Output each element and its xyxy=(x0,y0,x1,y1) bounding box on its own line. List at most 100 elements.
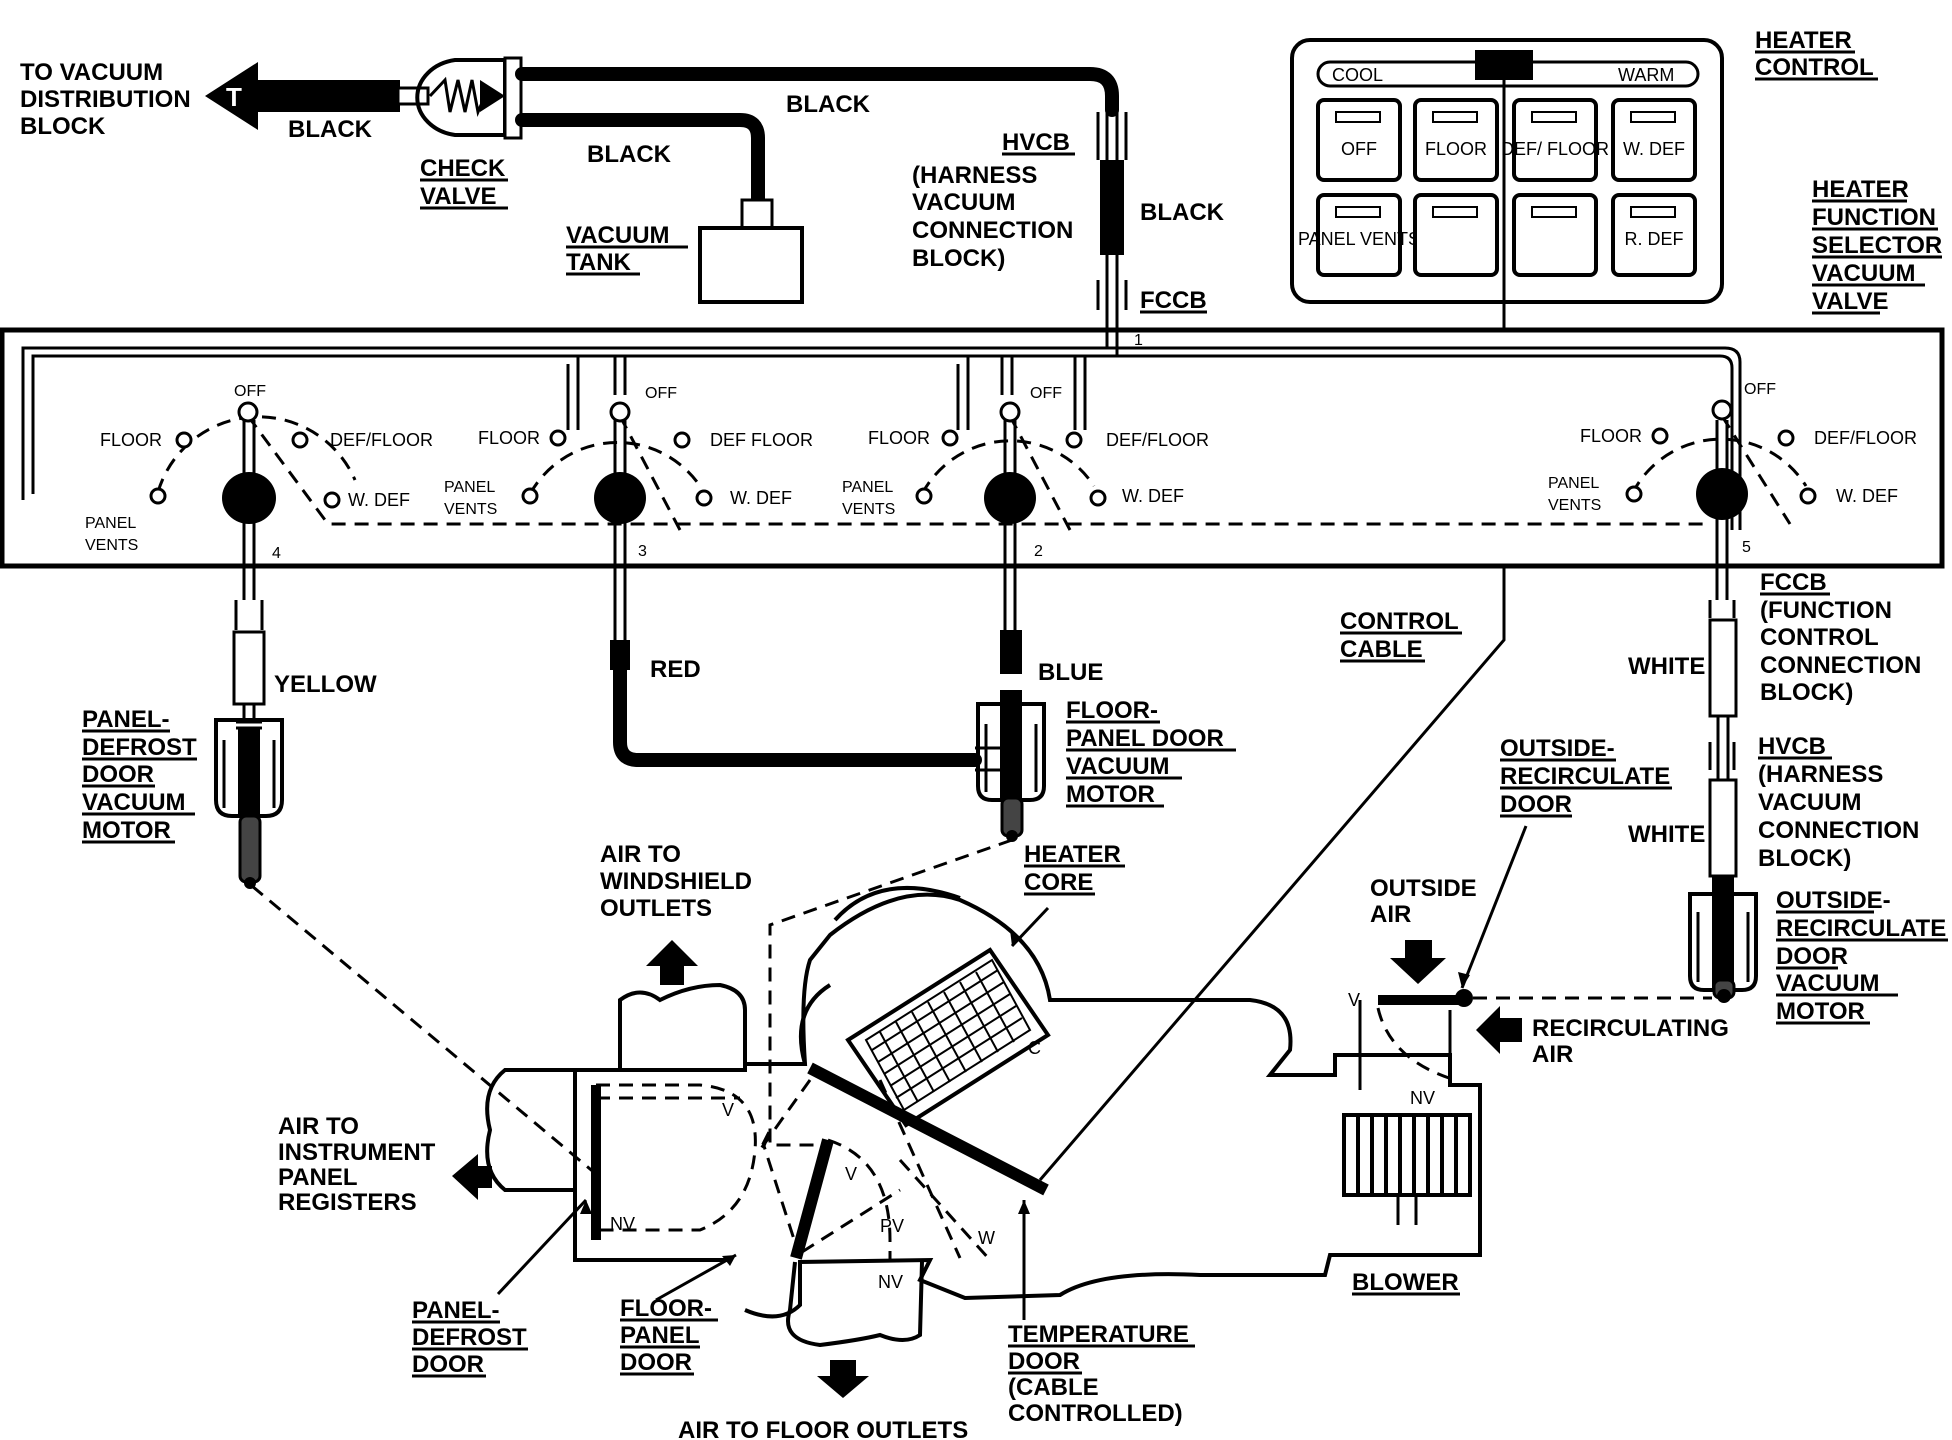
white-upper-label: WHITE xyxy=(1628,653,1705,680)
instrument-label-4: REGISTERS xyxy=(278,1189,417,1216)
button-label: DEF/ FLOOR xyxy=(1501,139,1609,159)
mode-button-blank-1[interactable] xyxy=(1413,193,1499,277)
orm-label-5: MOTOR xyxy=(1776,998,1865,1025)
windshield-label-2: WINDSHIELD xyxy=(600,868,752,895)
black-left-label: BLACK xyxy=(288,116,373,143)
tee-mark: T xyxy=(226,82,242,112)
mode-button-floor[interactable]: FLOOR xyxy=(1413,98,1499,182)
sel1-panel-2: VENTS xyxy=(85,537,138,554)
selector-dial-2: OFF FLOOR DEF FLOOR PANEL VENTS W. DEF 3 xyxy=(444,385,813,640)
selector-dial-4: OFF FLOOR DEF/FLOOR PANEL VENTS W. DEF 5 xyxy=(1548,381,1917,600)
top-labels: TO VACUUM DISTRIBUTION BLOCK BLACK BLACK… xyxy=(20,59,1225,314)
sel2-off: OFF xyxy=(645,385,677,402)
hvcb-right-title: HVCB xyxy=(1758,733,1826,760)
instrument-label-1: AIR TO xyxy=(278,1113,359,1140)
fpd-label-1: FLOOR- xyxy=(620,1295,712,1322)
sel1-floor: FLOOR xyxy=(100,430,162,450)
mark-v1: V xyxy=(722,1100,734,1120)
assembly-labels: AIR TO WINDSHIELD OUTLETS HEATER CORE OU… xyxy=(278,735,1729,1440)
sel3-off: OFF xyxy=(1030,385,1062,402)
fpd-label-3: DOOR xyxy=(620,1349,692,1376)
floor-panel-vacuum-motor xyxy=(975,690,1046,842)
selector-label-4: VACUUM xyxy=(1812,260,1916,287)
heater-core-label-2: CORE xyxy=(1024,869,1093,896)
sel4-wdef: W. DEF xyxy=(1836,486,1898,506)
fpm-label-3: VACUUM xyxy=(1066,753,1170,780)
temperature-door xyxy=(807,1062,1049,1196)
pdm-label-1: PANEL- xyxy=(82,706,170,733)
pdm-label-5: MOTOR xyxy=(82,817,171,844)
sel3-def: DEF/FLOOR xyxy=(1106,430,1209,450)
fccb-right-label: FCCB (FUNCTION CONTROL CONNECTION BLOCK) xyxy=(1760,569,1921,706)
vacuum-source: T xyxy=(205,56,1128,330)
button-label: FLOOR xyxy=(1425,139,1487,159)
floor-panel-door xyxy=(790,1138,834,1260)
orm-label-3: DOOR xyxy=(1776,943,1848,970)
outside-recirc-vacuum-motor xyxy=(1688,876,1758,1003)
button-label: OFF xyxy=(1341,139,1377,159)
hvcb-right-desc-3: CONNECTION xyxy=(1758,817,1919,844)
outside-air-label-2: AIR xyxy=(1370,901,1411,928)
button-label: R. DEF xyxy=(1624,229,1683,249)
warm-label: WARM xyxy=(1618,65,1674,85)
selector-valve-label: HEATER FUNCTION SELECTOR VACUUM VALVE xyxy=(1812,176,1942,315)
black-tank-label: BLACK xyxy=(587,141,672,168)
to-vacuum-label-2: DISTRIBUTION xyxy=(20,86,191,113)
temp-door-desc-2: CONTROLLED) xyxy=(1008,1400,1183,1427)
sel2-panel-2: VENTS xyxy=(444,501,497,518)
temp-door-label-1: TEMPERATURE xyxy=(1008,1321,1189,1348)
mark-v2: V xyxy=(845,1164,857,1184)
pdm-label-3: DOOR xyxy=(82,761,154,788)
sel3-panel-2: VENTS xyxy=(842,501,895,518)
hvcb-right-desc-2: VACUUM xyxy=(1758,789,1862,816)
heater-core-label-1: HEATER xyxy=(1024,841,1121,868)
fccb-right-desc-2: CONTROL xyxy=(1760,624,1879,651)
selector-dial-1: OFF FLOOR DEF/FLOOR PANEL VENTS W. DEF 4 xyxy=(85,383,1710,600)
temp-door-label-2: DOOR xyxy=(1008,1348,1080,1375)
fccb-right-desc-4: BLOCK) xyxy=(1760,679,1853,706)
sel1-wdef: W. DEF xyxy=(348,490,410,510)
windshield-label-3: OUTLETS xyxy=(600,895,712,922)
mode-button-panel-vents[interactable]: PANEL VENTS xyxy=(1298,193,1420,277)
to-distribution-arrow xyxy=(205,62,400,130)
fpm-label-4: MOTOR xyxy=(1066,781,1155,808)
fpm-label-2: PANEL DOOR xyxy=(1066,725,1224,752)
temp-door-desc-1: (CABLE xyxy=(1008,1374,1099,1401)
outside-air-label-1: OUTSIDE xyxy=(1370,875,1477,902)
check-valve-label-2: VALVE xyxy=(420,183,496,210)
port-5: 5 xyxy=(1742,539,1751,556)
fccb-right-desc-1: (FUNCTION xyxy=(1760,597,1892,624)
mode-button-def-floor[interactable]: DEF/ FLOOR xyxy=(1501,98,1609,182)
vacuum-tank xyxy=(698,226,804,304)
fccb-top-label: FCCB xyxy=(1140,287,1207,314)
mode-button-off[interactable]: OFF xyxy=(1316,98,1402,182)
hvcb-right-desc-4: BLOCK) xyxy=(1758,845,1851,872)
control-cable-label-2: CABLE xyxy=(1340,636,1423,663)
check-valve-label-1: CHECK xyxy=(420,155,506,182)
vacuum-tank-label-2: TANK xyxy=(566,249,632,276)
mark-c: C xyxy=(1028,1038,1041,1058)
button-label: PANEL VENTS xyxy=(1298,229,1420,249)
instrument-panel-air-arrow xyxy=(452,1154,492,1200)
red-hose xyxy=(613,641,982,767)
yellow-line xyxy=(232,600,266,730)
hvcb-right-label: HVCB (HARNESS VACUUM CONNECTION BLOCK) xyxy=(1758,733,1919,872)
sel1-panel-1: PANEL xyxy=(85,515,136,532)
pdm-label-4: VACUUM xyxy=(82,789,186,816)
mark-pv: PV xyxy=(880,1216,904,1236)
hvcb-top-desc-3: CONNECTION xyxy=(912,217,1073,244)
recirc-air-label-1: RECIRCULATING xyxy=(1532,1015,1729,1042)
mode-button-r-def[interactable]: R. DEF xyxy=(1611,193,1697,277)
button-label: W. DEF xyxy=(1623,139,1685,159)
heater-control-label-2: CONTROL xyxy=(1755,54,1874,81)
mode-button-blank-2[interactable] xyxy=(1512,193,1598,277)
instrument-label-3: PANEL xyxy=(278,1164,358,1191)
instrument-label-2: INSTRUMENT xyxy=(278,1139,436,1166)
mode-button-w-def[interactable]: W. DEF xyxy=(1611,98,1697,182)
panel-defrost-vacuum-motor xyxy=(214,718,284,889)
blower xyxy=(1342,1113,1472,1225)
recirc-air-label-2: AIR xyxy=(1532,1041,1573,1068)
blower-label: BLOWER xyxy=(1352,1269,1459,1296)
mark-w: W xyxy=(978,1228,995,1248)
